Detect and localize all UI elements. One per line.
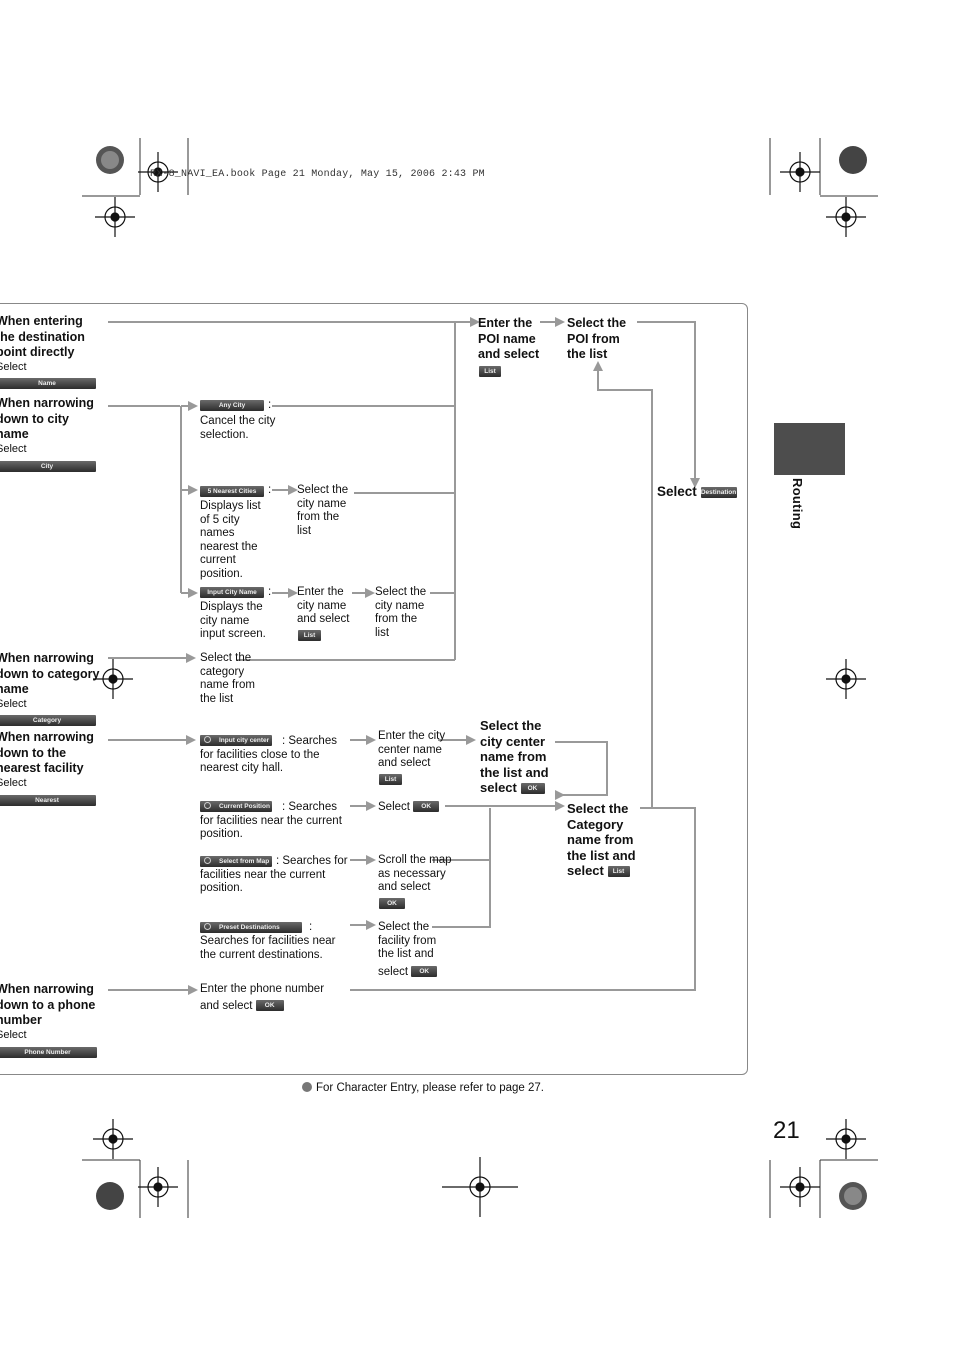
option-heading: When narrowing — [0, 730, 94, 744]
input-city-name-description: Displays the city name input screen. — [200, 601, 266, 641]
list-button[interactable]: List — [607, 866, 630, 878]
select-ok-step: Select OK — [378, 801, 440, 815]
list-button[interactable]: List — [298, 630, 321, 641]
option-heading: the destination — [0, 329, 85, 344]
select-from-map-label: Select from Map — [219, 858, 270, 865]
option-heading: When narrowing — [0, 982, 94, 996]
option-nearest-facility: When narrowing down to the nearest facil… — [0, 730, 94, 790]
ok-button[interactable]: OK — [413, 801, 440, 813]
select-word: select — [378, 966, 409, 978]
and-select-word: and select — [200, 1000, 253, 1012]
any-city-description: Cancel the city selection. — [200, 415, 276, 441]
file-info-header: RX-8_NAVI_EA.book Page 21 Monday, May 15… — [150, 169, 485, 180]
enter-city-name: Enter the city name and select — [297, 586, 350, 626]
footnote-text: For Character Entry, please refer to pag… — [316, 1082, 544, 1094]
option-select-word: Select — [0, 776, 27, 789]
select-city-name-list: Select the city name from the list — [297, 484, 349, 537]
current-position-description: : Searches for facilities near the curre… — [200, 801, 342, 841]
pin-icon — [204, 736, 211, 743]
list-button[interactable]: List — [479, 366, 501, 377]
footnote: For Character Entry, please refer to pag… — [302, 1082, 544, 1094]
city-button[interactable]: City — [0, 461, 96, 472]
city-center-description: : Searches for facilities close to the n… — [200, 735, 337, 775]
select-poi-step: Select the POI from the list — [567, 316, 627, 361]
colon: : — [268, 399, 272, 411]
option-heading: name — [0, 427, 29, 441]
select-city-center-step: Select the city center name from the lis… — [480, 718, 560, 796]
current-position-button[interactable]: Current Position — [200, 801, 272, 812]
preset-icon — [204, 923, 211, 930]
any-city-button[interactable]: Any City — [200, 400, 264, 411]
select-facility-step: Select the facility from the list and — [378, 921, 437, 961]
select-facility-ok-step: select OK — [378, 966, 438, 980]
option-select-word: Select — [0, 697, 27, 710]
select-category-list: Select the category name from the list — [200, 652, 255, 705]
option-destination-direct: When entering the destination point dire… — [0, 314, 85, 374]
option-heading: down to category — [0, 666, 100, 681]
option-category-name: When narrowing down to category name Sel… — [0, 651, 99, 711]
option-heading: number — [0, 1013, 42, 1027]
phone-number-button[interactable]: Phone Number — [0, 1047, 97, 1058]
colon: : — [268, 586, 272, 598]
option-city-name: When narrowing down to city name Select — [0, 396, 94, 456]
select-city-name-list-b: Select the city name from the list — [375, 586, 427, 639]
category-button[interactable]: Category — [0, 715, 96, 726]
current-position-label: Current Position — [219, 803, 270, 810]
option-heading: When narrowing — [0, 396, 94, 410]
select-category-step: Select the Category name from the list a… — [567, 801, 651, 879]
enter-city-center: Enter the city center name and select — [378, 730, 446, 770]
select-word: Select — [378, 801, 410, 813]
section-tab — [774, 423, 845, 475]
nearest-cities-button[interactable]: 5 Nearest Cities — [200, 486, 264, 497]
select-from-map-button[interactable]: Select from Map — [200, 856, 272, 867]
select-category-text: Select the Category name from the list a… — [567, 801, 636, 878]
page-number: 21 — [773, 1117, 800, 1144]
option-select-word: Select — [0, 442, 27, 455]
input-city-center-button[interactable]: Input city center — [200, 735, 272, 746]
select-city-center-text: Select the city center name from the lis… — [480, 718, 549, 795]
select-from-map-description: : Searches for facilities near the curre… — [200, 855, 348, 895]
option-heading: name — [0, 682, 29, 696]
section-tab-label: Routing — [790, 478, 805, 530]
option-select-word: Select — [0, 1028, 27, 1041]
preset-destinations-button[interactable]: Preset Destinations — [200, 922, 302, 933]
flowchart-frame — [0, 303, 748, 1075]
bullet-icon — [302, 1082, 312, 1092]
ok-button[interactable]: OK — [255, 1000, 284, 1012]
phone-select-step: and select OK — [200, 1000, 284, 1014]
preset-destinations-description: Searches for facilities near the current… — [200, 935, 336, 961]
option-heading: down to the — [0, 745, 67, 760]
option-select-word: Select — [0, 360, 27, 373]
final-select-step: Select Destination — [657, 484, 737, 500]
ok-button[interactable]: OK — [520, 783, 545, 795]
input-city-name-button[interactable]: Input City Name — [200, 587, 264, 598]
position-icon — [204, 802, 211, 809]
destination-button[interactable]: Destination — [700, 486, 737, 498]
nearest-cities-description: Displays list of 5 city names nearest th… — [200, 500, 261, 580]
colon: : — [268, 484, 272, 496]
option-heading: point directly — [0, 345, 75, 359]
input-city-center-label: Input city center — [219, 737, 270, 744]
option-heading: nearest facility — [0, 761, 84, 775]
preset-destinations-label: Preset Destinations — [219, 924, 280, 931]
option-heading: When entering — [0, 314, 83, 328]
ok-button[interactable]: OK — [379, 898, 405, 909]
option-heading: down to a phone — [0, 997, 96, 1012]
colon: : — [309, 921, 313, 933]
final-select-word: Select — [657, 484, 697, 499]
option-heading: When narrowing — [0, 651, 94, 665]
option-phone-number: When narrowing down to a phone number Se… — [0, 982, 95, 1042]
list-button[interactable]: List — [379, 774, 402, 785]
name-button[interactable]: Name — [0, 378, 96, 389]
scroll-map-step: Scroll the map as necessary and select — [378, 854, 452, 894]
nearest-button[interactable]: Nearest — [0, 795, 96, 806]
enter-phone-step: Enter the phone number — [200, 983, 325, 995]
map-icon — [204, 857, 211, 864]
enter-poi-step: Enter the POI name and select — [478, 316, 540, 361]
option-heading: down to city — [0, 411, 69, 426]
ok-button[interactable]: OK — [411, 966, 438, 978]
